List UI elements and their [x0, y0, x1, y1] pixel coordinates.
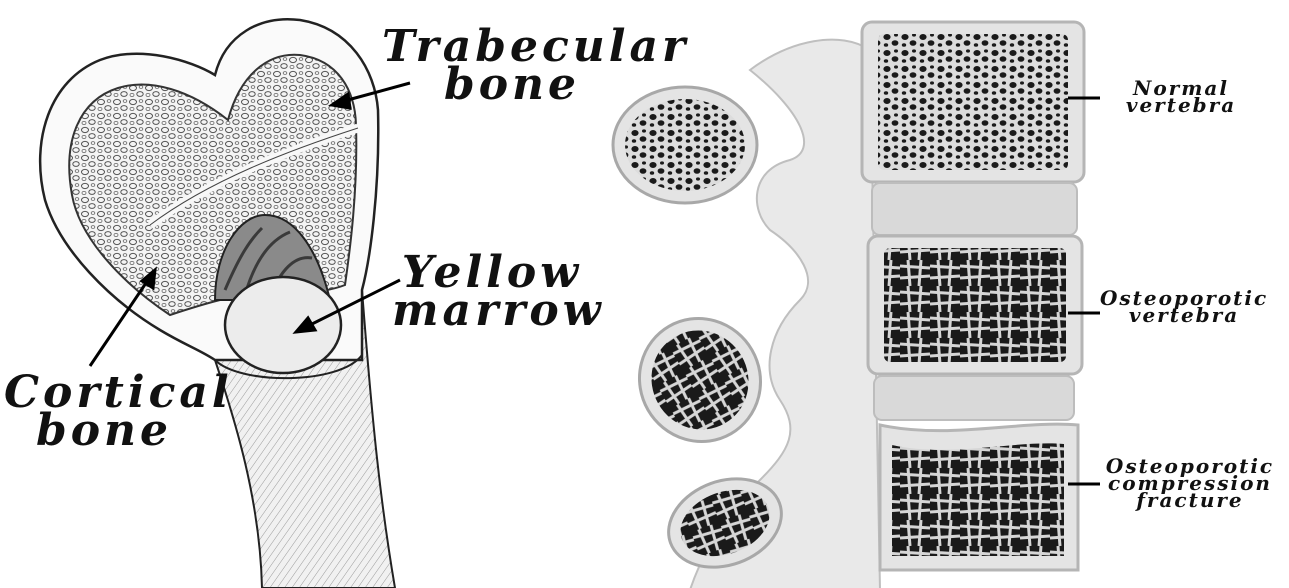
disc-upper [872, 183, 1077, 235]
label-normal-vertebra: Normal vertebra [1106, 80, 1256, 114]
label-cortical-bone: Cortical bone [4, 374, 204, 450]
label-osteoporotic-vertebra: Osteoporotic vertebra [1100, 290, 1268, 324]
label-trabecular-bone: Trabecular bone [382, 28, 642, 104]
yellow-marrow-ball [225, 277, 341, 373]
label-yellow-marrow: Yellow marrow [392, 254, 592, 330]
label-compression-fracture: Osteoporotic compression fracture [1100, 458, 1280, 509]
spine-specimen [613, 22, 1084, 588]
disc-lower [874, 376, 1074, 420]
